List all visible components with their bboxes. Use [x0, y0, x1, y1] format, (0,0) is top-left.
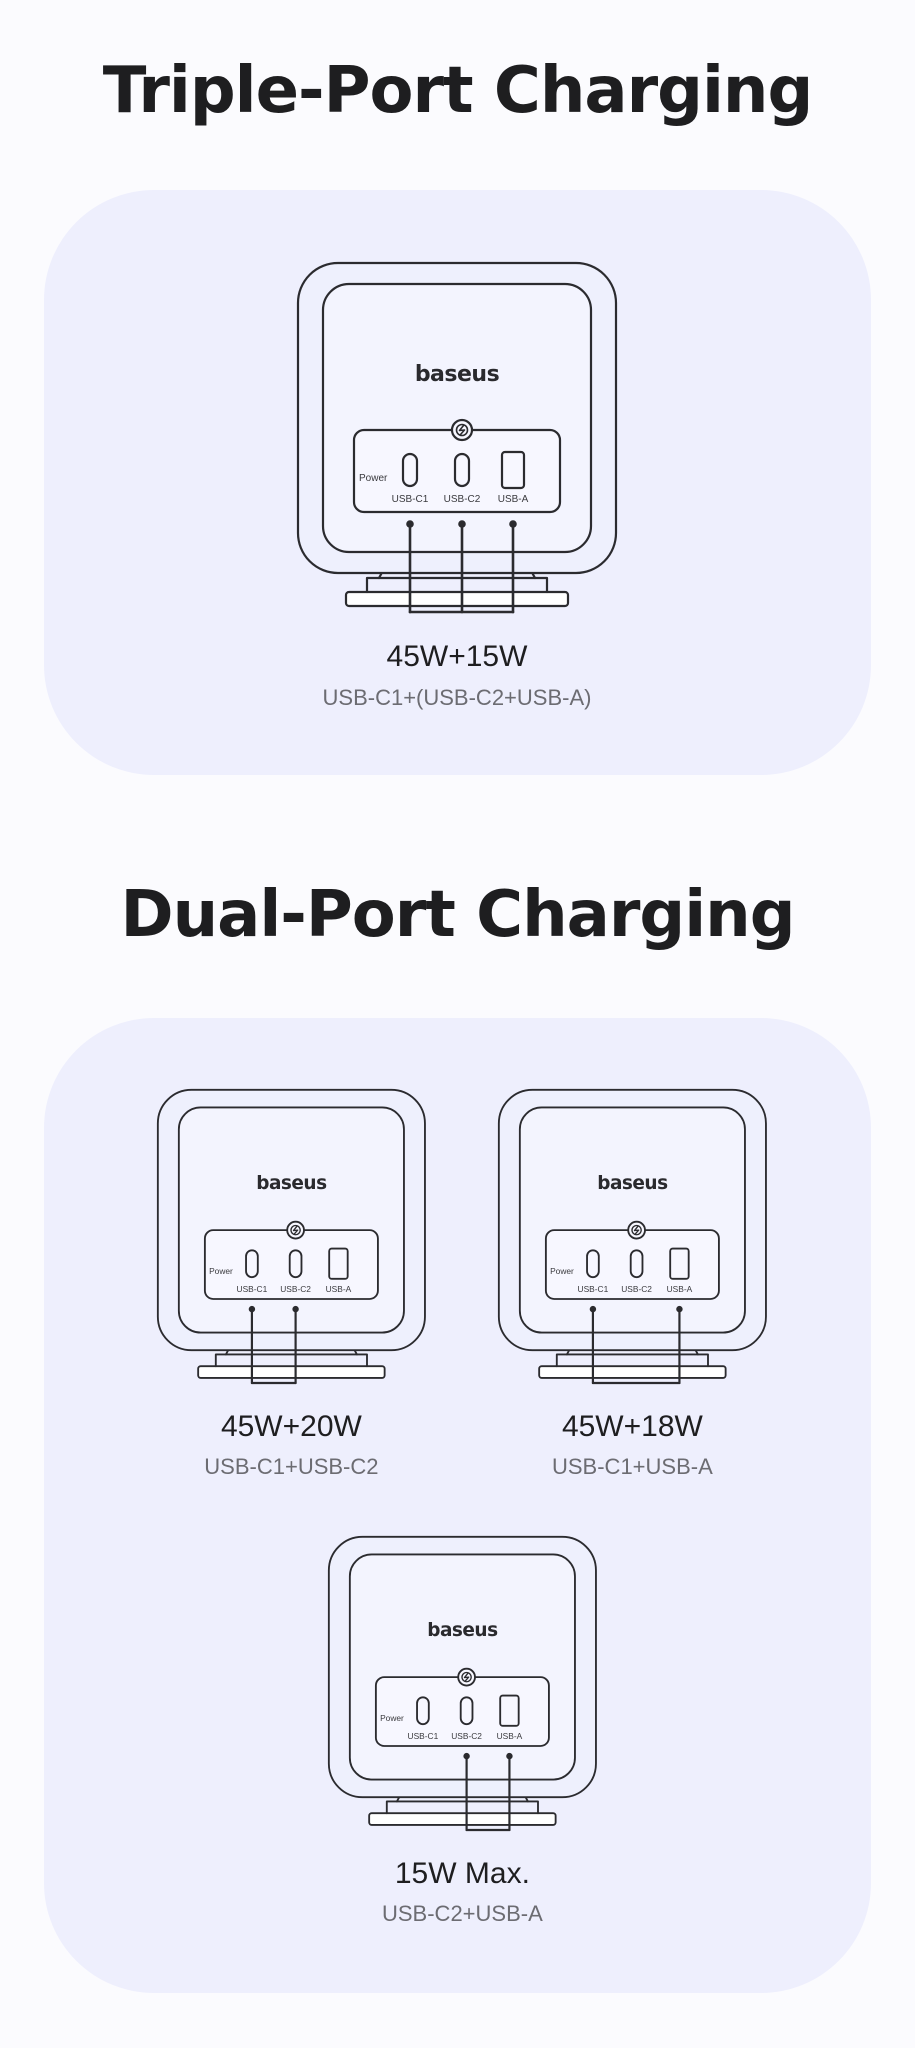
port-usb-a: [499, 1694, 520, 1727]
port-label-usb-a: USB-A: [497, 494, 529, 505]
port-combination-label: USB-C1+USB-A: [552, 1454, 713, 1479]
power-label: Power: [209, 1266, 233, 1277]
brand-logo: baseus: [256, 1173, 327, 1194]
brand-logo: baseus: [597, 1173, 668, 1194]
port-label-usb-c1: USB-C1: [577, 1283, 609, 1294]
port-usb-a: [500, 450, 526, 490]
stand-top: [214, 1353, 368, 1368]
power-label: Power: [359, 473, 388, 484]
wattage-label: 45W+20W: [220, 1410, 362, 1443]
port-label-usb-a: USB-A: [325, 1283, 352, 1294]
charger-outline: [327, 1535, 597, 1832]
port-label-usb-a: USB-A: [496, 1730, 523, 1741]
port-usb-c1: [245, 1249, 259, 1279]
power-label: Power: [380, 1713, 404, 1724]
port-label-usb-c1: USB-C1: [407, 1730, 439, 1741]
port-usb-a: [669, 1247, 690, 1280]
charger-outline: [296, 261, 618, 614]
brand-logo: baseus: [427, 1620, 498, 1641]
wattage-label: 15W Max.: [394, 1857, 530, 1890]
port-label-usb-c2: USB-C2: [621, 1283, 652, 1294]
fast-charge-icon-ring: [631, 1224, 642, 1236]
stand-base: [368, 1812, 557, 1826]
stand-top: [385, 1800, 539, 1815]
port-label-usb-c2: USB-C2: [280, 1283, 311, 1294]
stand-base: [197, 1365, 386, 1379]
port-usb-c2: [288, 1249, 303, 1279]
triple-port-heading: Triple-Port Charging: [102, 54, 814, 128]
fast-charge-icon-ring: [461, 1671, 472, 1683]
port-label-usb-c1: USB-C1: [236, 1283, 268, 1294]
stand-base: [538, 1365, 727, 1379]
fast-charge-icon-bolt: [458, 424, 466, 436]
port-combination-label: USB-C2+USB-A: [382, 1901, 543, 1926]
port-usb-c2: [459, 1696, 474, 1726]
port-usb-c2: [453, 452, 471, 488]
port-label-usb-c2: USB-C2: [443, 494, 481, 505]
fast-charge-icon-bolt: [633, 1225, 640, 1235]
port-usb-a: [328, 1247, 349, 1280]
port-label-usb-c2: USB-C2: [451, 1730, 482, 1741]
wattage-label: 45W+15W: [386, 640, 528, 673]
port-usb-c1: [586, 1249, 600, 1279]
fast-charge-icon-ring: [290, 1224, 301, 1236]
port-usb-c1: [401, 452, 419, 488]
fast-charge-icon-bolt: [292, 1225, 299, 1235]
port-combination-label: USB-C1+(USB-C2+USB-A): [322, 685, 592, 710]
stand-base: [344, 590, 570, 608]
charger-outline: [497, 1088, 767, 1385]
dual-port-heading: Dual-Port Charging: [120, 878, 795, 952]
port-label-usb-c1: USB-C1: [391, 494, 429, 505]
wattage-label: 45W+18W: [561, 1410, 703, 1443]
port-usb-c2: [629, 1249, 644, 1279]
stand-top: [555, 1353, 709, 1368]
power-label: Power: [550, 1266, 574, 1277]
fast-charge-icon-bolt: [463, 1672, 470, 1682]
charger-outline: [156, 1088, 426, 1385]
port-combination-label: USB-C1+USB-C2: [204, 1454, 379, 1479]
port-label-usb-a: USB-A: [666, 1283, 693, 1294]
stand-top: [365, 576, 549, 594]
port-usb-c1: [416, 1696, 430, 1726]
fast-charge-icon-ring: [455, 423, 469, 437]
brand-logo: baseus: [414, 362, 500, 387]
